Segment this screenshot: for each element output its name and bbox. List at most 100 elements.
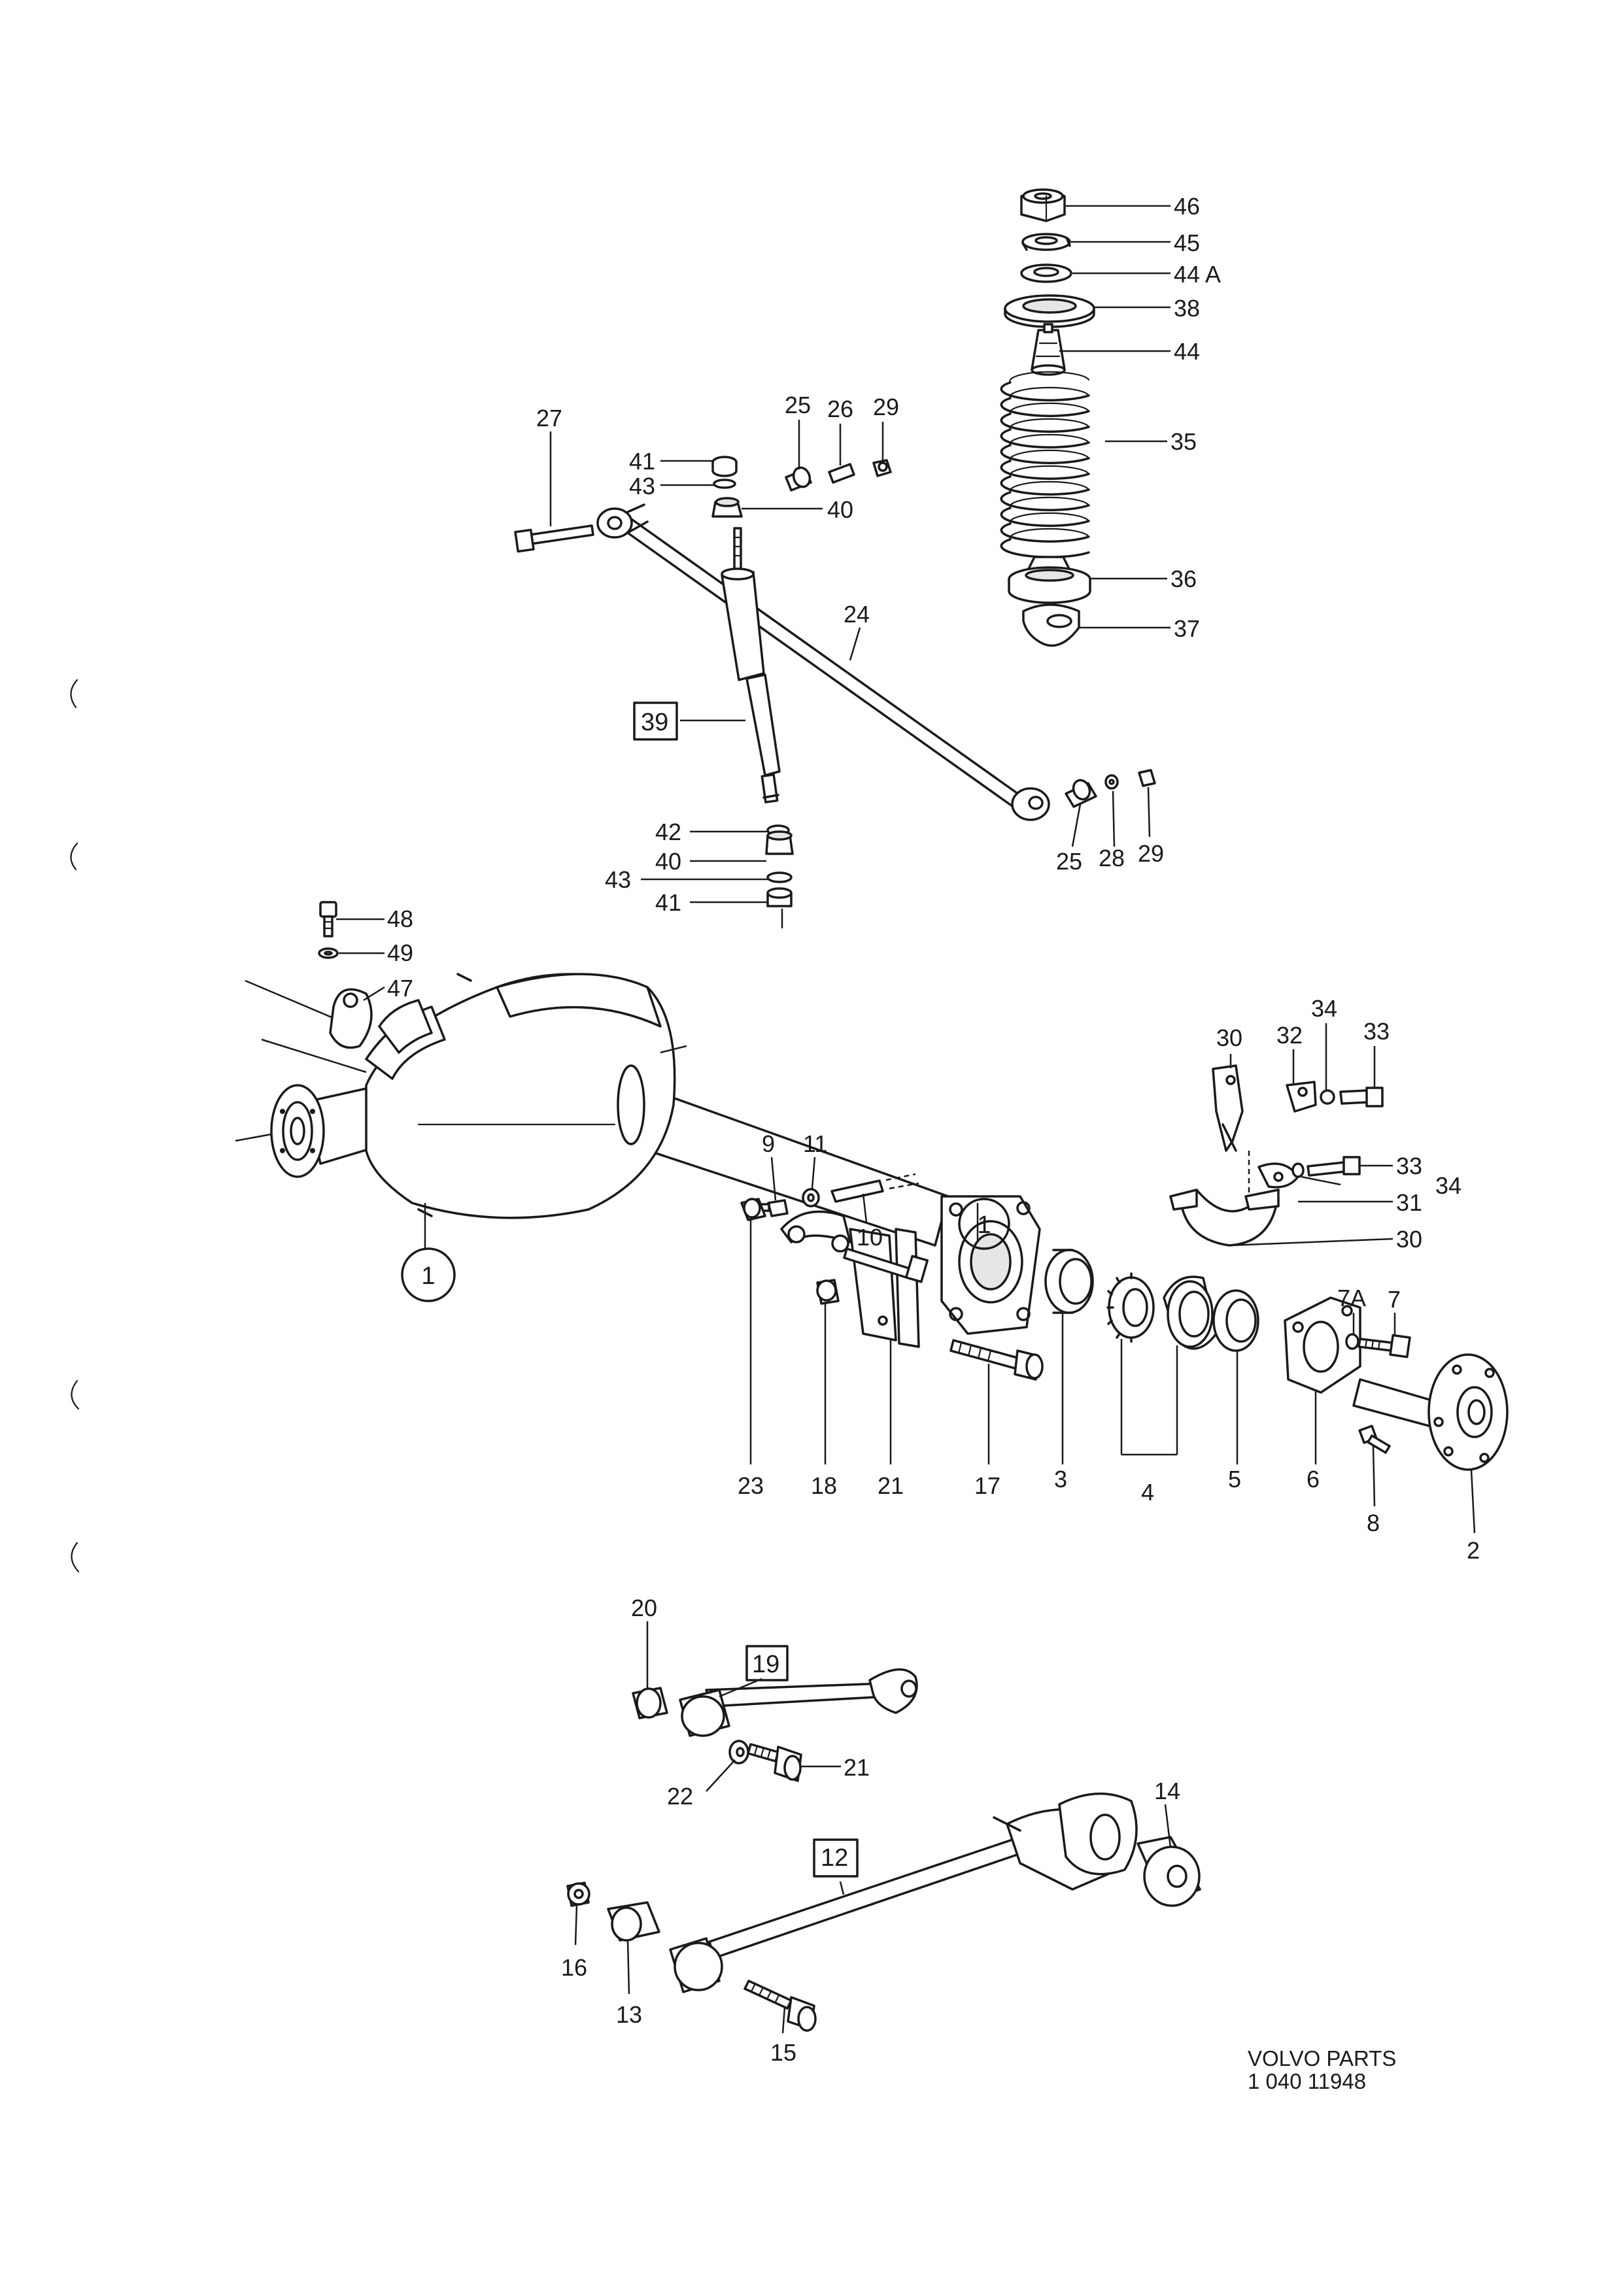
callout-30-top: 30 bbox=[1216, 1024, 1242, 1051]
trailing-arm-12 bbox=[566, 1792, 1201, 2032]
callout-42: 42 bbox=[655, 819, 681, 845]
retainer-plate-6 bbox=[1284, 1296, 1361, 1394]
callout-15: 15 bbox=[770, 2039, 796, 2066]
callout-40-bottom: 40 bbox=[655, 848, 681, 875]
bolt-7 bbox=[1345, 1333, 1411, 1359]
callout-13: 13 bbox=[616, 2001, 642, 2028]
callout-40-top: 40 bbox=[827, 496, 853, 523]
callout-41-top: 41 bbox=[629, 448, 655, 475]
spring-coil-back bbox=[1009, 433, 1090, 447]
callout-7: 7 bbox=[1388, 1286, 1401, 1313]
callout-12: 12 bbox=[821, 1844, 848, 1872]
callout-34-top: 34 bbox=[1311, 995, 1337, 1022]
binder-marks bbox=[70, 679, 80, 1573]
callout-26: 26 bbox=[827, 396, 853, 422]
callout-16: 16 bbox=[561, 1954, 587, 1981]
spring-coil-front bbox=[1000, 460, 1090, 480]
spring-assembly bbox=[1000, 188, 1095, 647]
callout-17: 17 bbox=[974, 1472, 1000, 1499]
spring-coil-back bbox=[1009, 528, 1090, 541]
callout-box-12 bbox=[813, 1838, 859, 1878]
callout-1-left: 1 bbox=[421, 1262, 435, 1290]
callout-25-top: 25 bbox=[785, 392, 811, 418]
callout-box-19 bbox=[745, 1645, 789, 1681]
seal-3 bbox=[1044, 1249, 1094, 1314]
breather-group bbox=[756, 1173, 919, 1217]
callout-43-top: 43 bbox=[629, 473, 655, 499]
callout-11: 11 bbox=[803, 1130, 827, 1157]
nut-23 bbox=[740, 1198, 766, 1221]
spring-coil-back bbox=[1009, 449, 1090, 462]
callout-29-bottom: 29 bbox=[1138, 840, 1164, 867]
spring-coil-front bbox=[1000, 397, 1090, 417]
callout-18: 18 bbox=[811, 1472, 837, 1499]
callout-32: 32 bbox=[1276, 1022, 1303, 1049]
spring-coil-back bbox=[1009, 386, 1090, 399]
spring-coil-front bbox=[1000, 491, 1090, 511]
spring-coil-front bbox=[1000, 381, 1090, 401]
callout-33-top: 33 bbox=[1363, 1018, 1390, 1045]
callout-28: 28 bbox=[1099, 845, 1125, 871]
washer-44A bbox=[1020, 263, 1072, 283]
footer-brand: VOLVO PARTS bbox=[1248, 2046, 1396, 2070]
nut-46 bbox=[1020, 188, 1066, 222]
callout-48: 48 bbox=[387, 905, 413, 932]
callout-circle-1b bbox=[958, 1198, 1010, 1250]
callout-38: 38 bbox=[1174, 295, 1200, 322]
coil-spring-35 bbox=[1000, 371, 1090, 558]
callout-30-bottom: 30 bbox=[1396, 1226, 1422, 1253]
callout-21-bottom: 21 bbox=[844, 1754, 870, 1781]
nut-18 bbox=[816, 1279, 840, 1305]
callout-29-top: 29 bbox=[873, 394, 899, 420]
leader-lines bbox=[336, 205, 1476, 2034]
callout-37: 37 bbox=[1174, 615, 1200, 642]
bump-stop-44 bbox=[1031, 323, 1066, 376]
callout-49: 49 bbox=[387, 939, 413, 966]
callout-23: 23 bbox=[738, 1472, 764, 1499]
callout-31: 31 bbox=[1396, 1189, 1422, 1216]
spring-coil-back bbox=[1009, 465, 1090, 478]
bolt-27 bbox=[514, 524, 594, 553]
callout-2: 2 bbox=[1467, 1537, 1480, 1564]
callout-36: 36 bbox=[1170, 566, 1197, 592]
callout-34-bottom: 34 bbox=[1435, 1172, 1461, 1199]
callout-45: 45 bbox=[1174, 229, 1200, 256]
spring-coil-back bbox=[1009, 402, 1090, 415]
callout-10: 10 bbox=[857, 1224, 883, 1251]
callout-39: 39 bbox=[641, 709, 668, 736]
spring-coil-front bbox=[1000, 413, 1090, 433]
spring-coil-front bbox=[1000, 428, 1090, 448]
spring-coil-back bbox=[1009, 481, 1090, 494]
spring-coil-front bbox=[1000, 475, 1090, 496]
bushings-lower-right bbox=[1065, 769, 1156, 808]
catalog-footer: VOLVO PARTS 1 040 11948 bbox=[1248, 2046, 1396, 2093]
callout-3: 3 bbox=[1054, 1466, 1067, 1493]
callout-33-bottom: 33 bbox=[1396, 1153, 1422, 1179]
callout-5: 5 bbox=[1228, 1466, 1241, 1493]
callout-9: 9 bbox=[762, 1130, 775, 1157]
bushings-upper-right bbox=[785, 459, 892, 492]
callout-4: 4 bbox=[1141, 1479, 1154, 1506]
bumper-group-47 bbox=[318, 901, 373, 1049]
bolt-8 bbox=[1358, 1425, 1391, 1454]
panhard-rod-24 bbox=[596, 503, 1050, 821]
spring-coil-back bbox=[1009, 418, 1090, 431]
callout-7A: 7A bbox=[1337, 1285, 1366, 1311]
callout-circle-1a bbox=[401, 1247, 456, 1302]
callout-box-39 bbox=[633, 701, 678, 741]
callout-43-bottom: 43 bbox=[605, 866, 631, 893]
callout-22: 22 bbox=[667, 1783, 693, 1810]
bracket-bolt bbox=[843, 1247, 929, 1283]
callout-24: 24 bbox=[844, 601, 870, 628]
callout-47: 47 bbox=[387, 975, 413, 1002]
bearing-cup-5 bbox=[1212, 1289, 1259, 1352]
axle-housing-1 bbox=[235, 973, 1041, 1348]
plate-38 bbox=[1004, 294, 1095, 328]
callout-35: 35 bbox=[1170, 428, 1197, 455]
insulator-37 bbox=[1022, 603, 1080, 647]
spring-coil-front bbox=[1000, 507, 1090, 527]
bearing-4 bbox=[1106, 1272, 1218, 1350]
clamp-group bbox=[1169, 1064, 1384, 1247]
footer-catalog-number: 1 040 11948 bbox=[1248, 2069, 1366, 2093]
